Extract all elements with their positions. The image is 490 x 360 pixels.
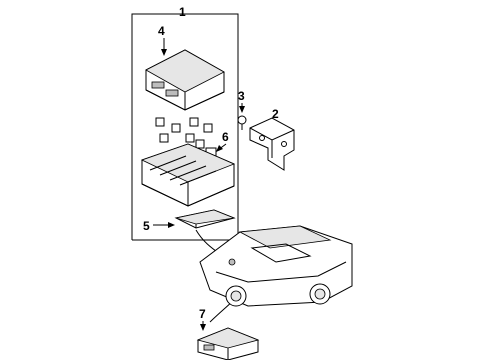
control-module xyxy=(196,327,260,360)
mounting-bracket xyxy=(249,117,295,171)
relay-set xyxy=(155,117,217,157)
fuse-box-cover xyxy=(145,49,225,111)
assembly-frame xyxy=(131,8,239,241)
callout-4: 4 xyxy=(158,24,165,38)
callout-2: 2 xyxy=(272,107,279,121)
callout-7: 7 xyxy=(199,307,206,321)
callout-3: 3 xyxy=(238,89,245,103)
callout-5: 5 xyxy=(143,219,150,233)
lower-cover xyxy=(174,209,236,229)
clip-part xyxy=(237,115,247,130)
callout-6: 6 xyxy=(222,130,229,144)
callout-1: 1 xyxy=(179,5,186,19)
vehicle-outline xyxy=(199,225,353,307)
fuse-box-body xyxy=(140,143,236,207)
